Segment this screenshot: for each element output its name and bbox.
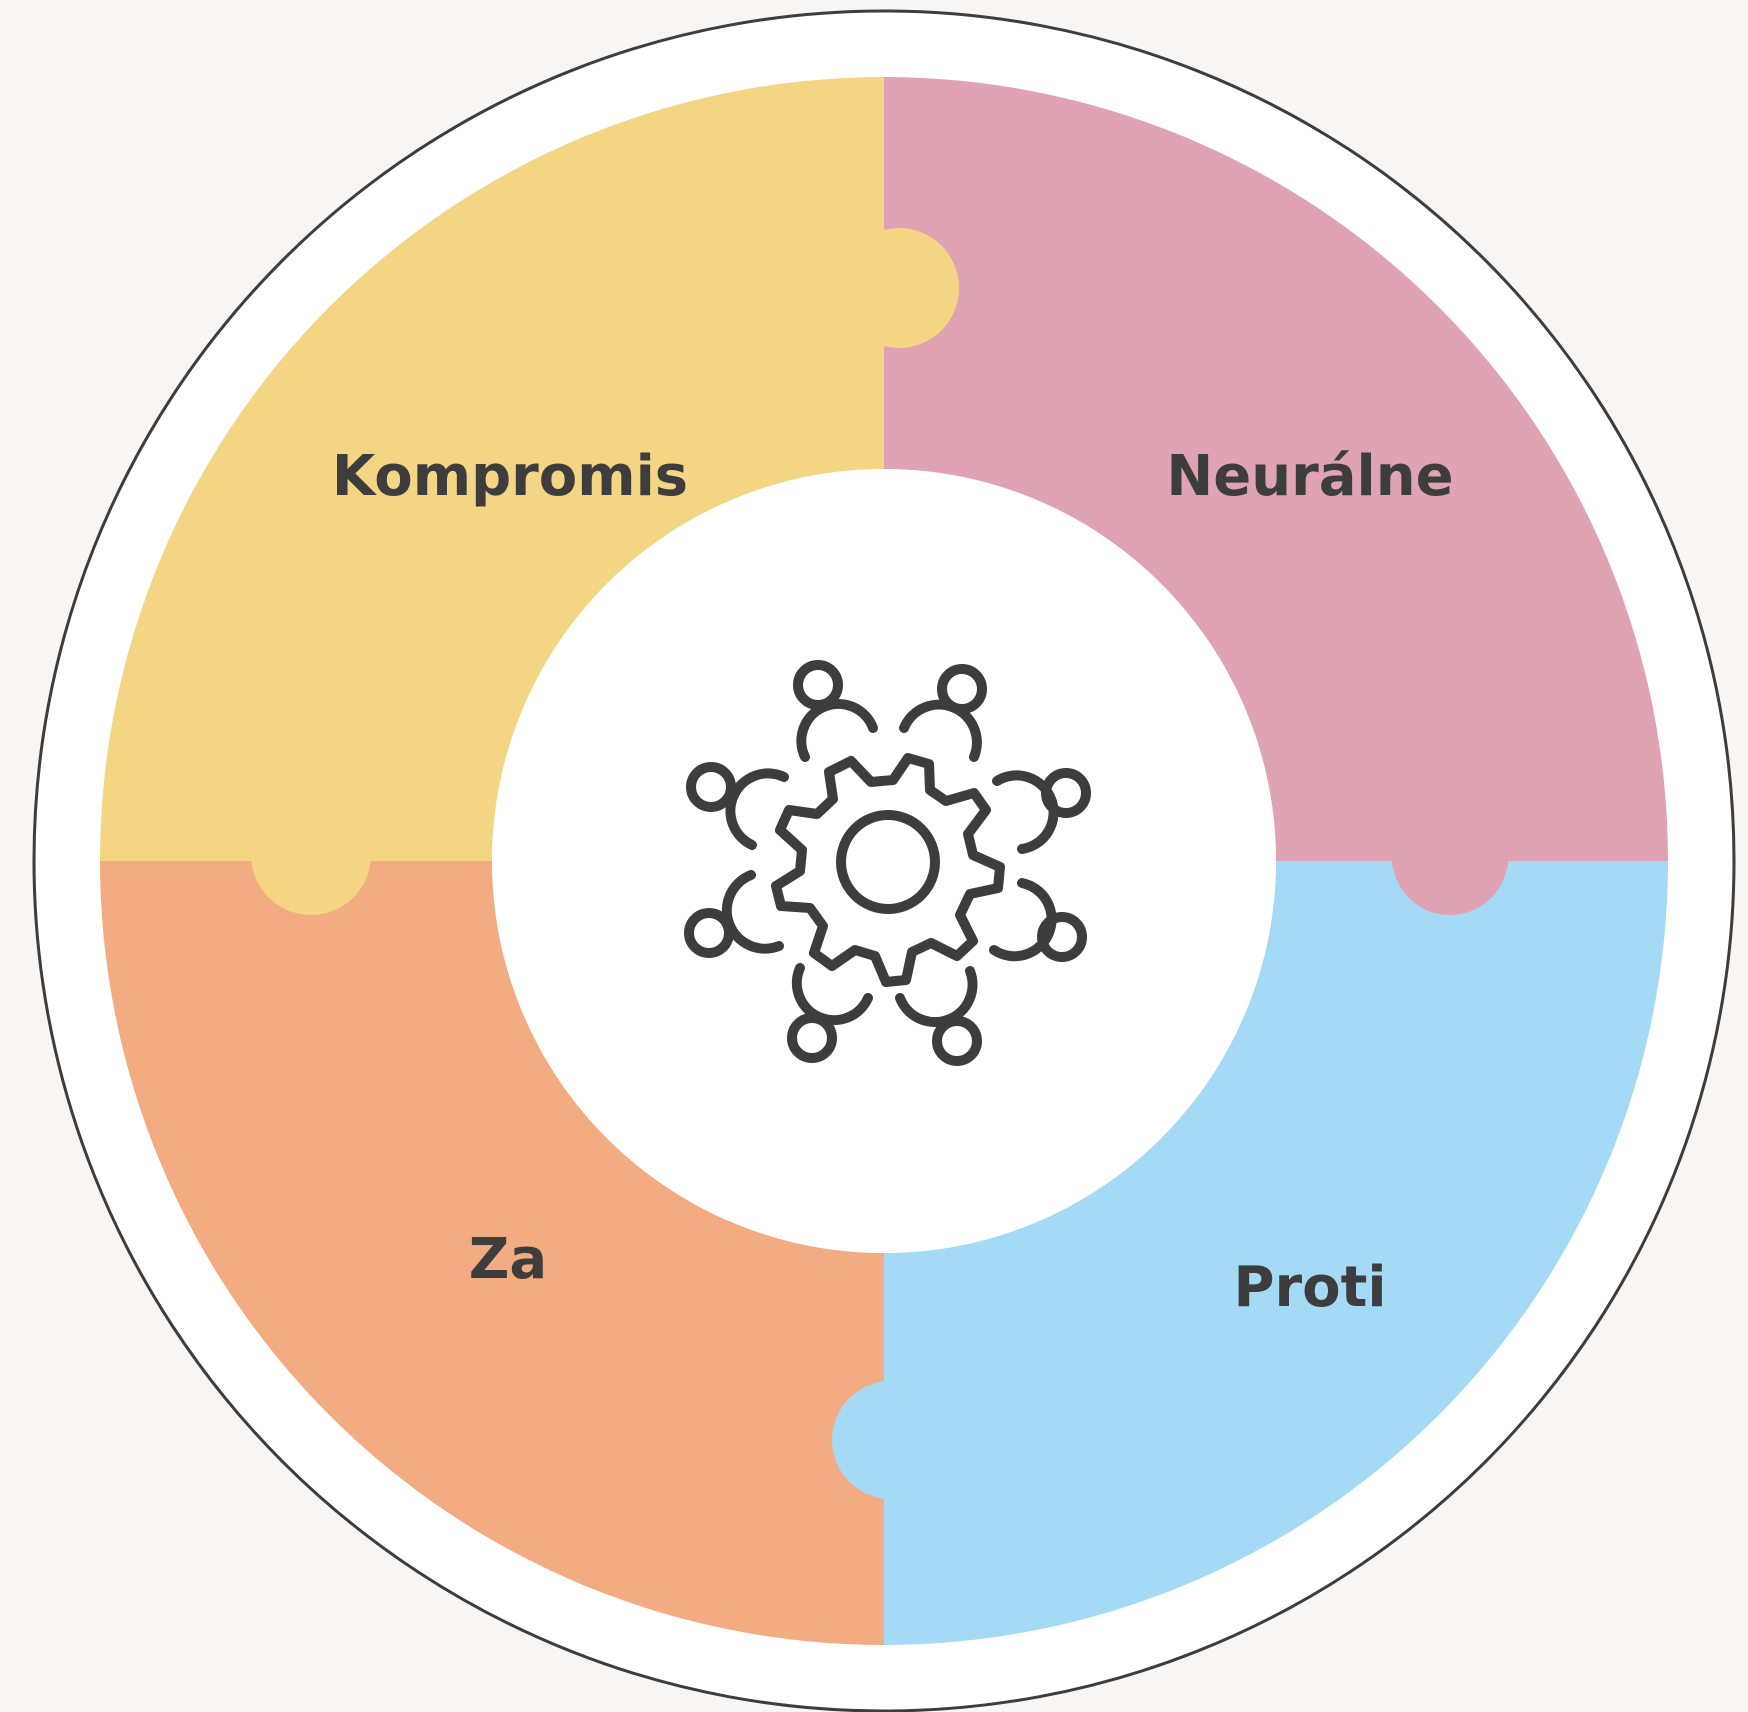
person-icon [787,963,873,1063]
gear-hub-icon [836,810,940,914]
person-icon [686,762,789,850]
center-disc [492,469,1276,1253]
segment-za [100,811,884,1645]
person-icon [992,768,1091,854]
person-icon [989,878,1087,962]
knob-kompromis-down [251,795,371,915]
team-gear-icon [684,660,1091,1066]
person-icon [895,966,982,1066]
segment-proti [834,861,1668,1645]
segment-kompromis [100,77,923,861]
label-proti: Proti [1233,1255,1386,1320]
person-icon [793,660,878,762]
person-icon [684,870,784,958]
knob-proti-left [832,1381,950,1499]
label-kompromis: Kompromis [332,444,688,509]
person-icon [899,664,987,762]
label-za: Za [469,1227,547,1292]
knob-neuralne-down [1392,799,1508,915]
gear-icon [771,753,1005,987]
segment-neuralne [884,77,1668,911]
label-neuralne: Neurálne [1166,444,1453,509]
knob-kompromis-right [839,228,959,348]
